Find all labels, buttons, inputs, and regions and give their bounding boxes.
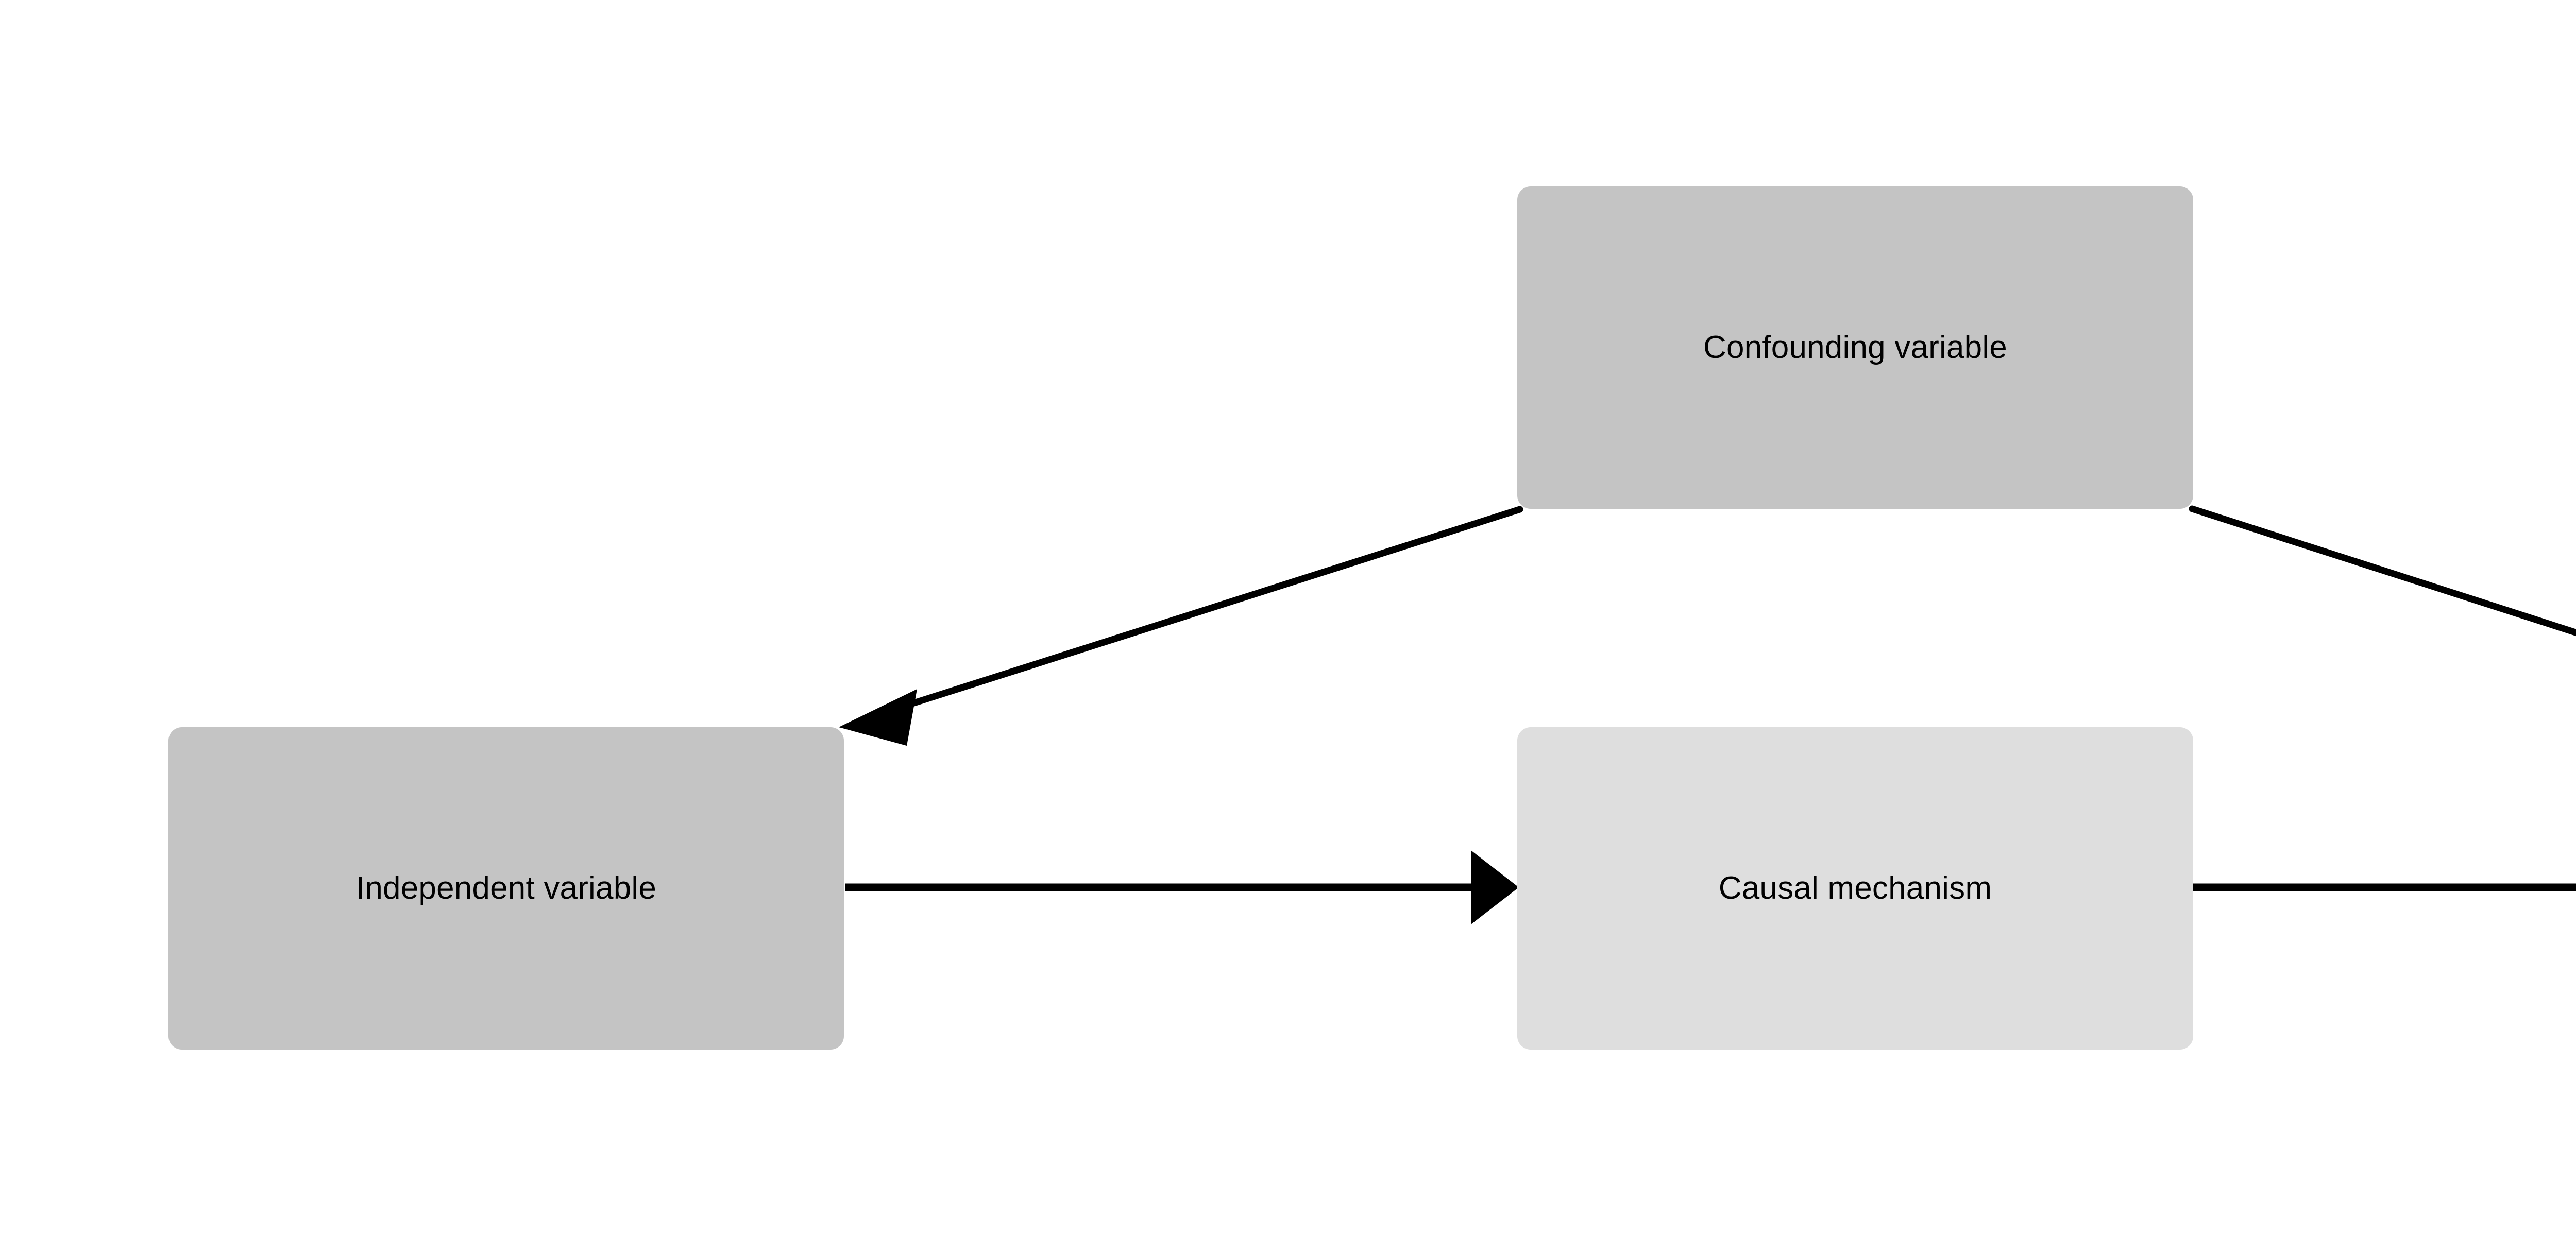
edge-causal-to-dependent (2174, 883, 2576, 891)
node-confounding-variable[interactable]: Confounding variable (1517, 186, 2193, 509)
node-independent-variable-label: Independent variable (355, 870, 657, 906)
node-confounding-variable-label: Confounding variable (1703, 329, 2007, 365)
edge-confounding-to-dependent (2189, 505, 2576, 637)
node-causal-mechanism-label: Causal mechanism (1718, 870, 1992, 906)
edge-confounding-to-independent (839, 506, 1523, 746)
node-independent-variable[interactable]: Independent variable (168, 727, 844, 1050)
edge-independent-to-causal (845, 850, 1519, 924)
node-causal-mechanism[interactable]: Causal mechanism (1517, 727, 2193, 1050)
